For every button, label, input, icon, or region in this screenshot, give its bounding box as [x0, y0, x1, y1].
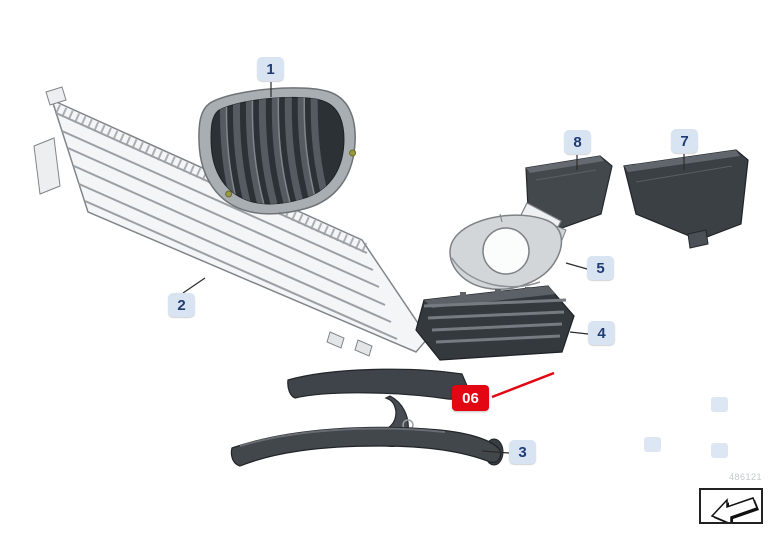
- leader-lines: [182, 82, 685, 454]
- callout-8[interactable]: 8: [564, 130, 591, 154]
- callout-3[interactable]: 3: [509, 440, 536, 464]
- next-diagram-button[interactable]: [699, 488, 763, 526]
- callout-placeholder: [644, 437, 661, 452]
- callout-4[interactable]: 4: [588, 321, 615, 345]
- part-7-trim-panel[interactable]: [623, 149, 749, 249]
- clip-dot: [349, 149, 357, 157]
- callout-7[interactable]: 7: [671, 129, 698, 153]
- part-5-fog-lamp-bezel[interactable]: [449, 213, 563, 290]
- callout-placeholder: [711, 443, 728, 458]
- callout-2[interactable]: 2: [168, 293, 195, 317]
- part-1-kidney-grille[interactable]: [195, 82, 362, 220]
- diagram-number: 486121: [728, 472, 762, 482]
- page-turn-arrow-icon: [710, 497, 759, 526]
- part-4-slatted-grille[interactable]: [415, 285, 575, 361]
- part-2-lower-grille[interactable]: [33, 86, 429, 357]
- clip-dot: [225, 190, 233, 198]
- callout-placeholder: [711, 397, 728, 412]
- callout-5[interactable]: 5: [587, 256, 614, 280]
- highlight-pointer-line: [491, 371, 555, 399]
- callout-06-highlighted[interactable]: 06: [452, 385, 489, 411]
- part-3-lower-trim-strip[interactable]: [230, 426, 504, 467]
- callout-1[interactable]: 1: [257, 57, 284, 81]
